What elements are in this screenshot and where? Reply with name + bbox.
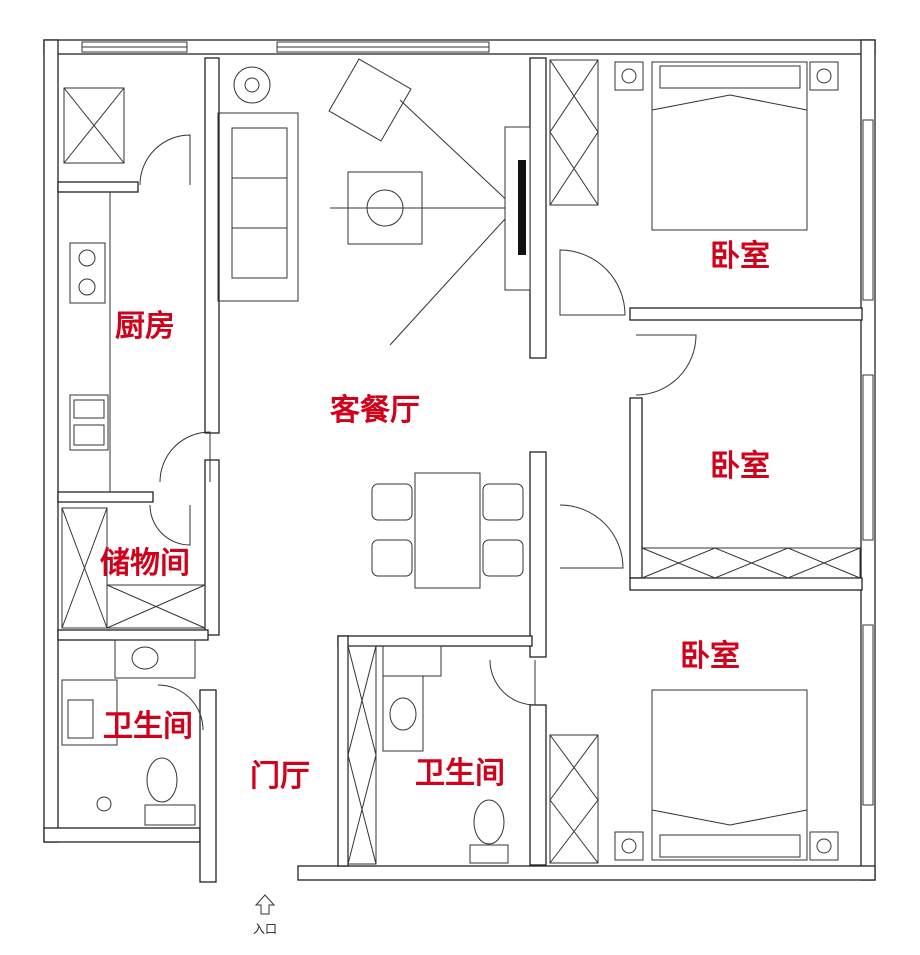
stove-icon — [69, 242, 106, 304]
room-label-bedroom-3: 卧室 — [680, 639, 740, 674]
bathroom-1-fixtures — [61, 639, 196, 826]
sink-icon — [69, 394, 109, 451]
storage-shelves — [61, 507, 206, 629]
room-label-foyer: 门厅 — [250, 759, 310, 794]
arrow-up-icon — [254, 894, 276, 915]
entrance-label: 入口 — [253, 922, 277, 936]
bedroom-2-wardrobe — [641, 547, 861, 579]
room-label-bedroom-2: 卧室 — [710, 449, 770, 484]
tv-cabinet — [504, 126, 531, 291]
room-label-storage: 储物间 — [100, 546, 190, 581]
armchair — [328, 58, 412, 142]
bedroom-3-bed — [549, 689, 839, 864]
bathroom-2-fixtures — [347, 645, 509, 865]
room-label-bathroom-1: 卫生间 — [103, 709, 193, 744]
room-label-bathroom-2: 卫生间 — [415, 756, 505, 791]
dining-table — [371, 472, 524, 589]
kitchen-fixtures — [63, 87, 125, 492]
outer-walls — [43, 39, 876, 883]
room-label-kitchen: 厨房 — [115, 309, 175, 344]
sofa — [217, 112, 299, 302]
doors — [139, 134, 697, 731]
bedroom-1-bed — [614, 61, 839, 231]
room-label-bedroom-1: 卧室 — [710, 239, 770, 274]
living-room-furniture — [217, 58, 599, 346]
room-label-living-dining: 客餐厅 — [330, 393, 420, 428]
interior-walls — [57, 57, 863, 867]
